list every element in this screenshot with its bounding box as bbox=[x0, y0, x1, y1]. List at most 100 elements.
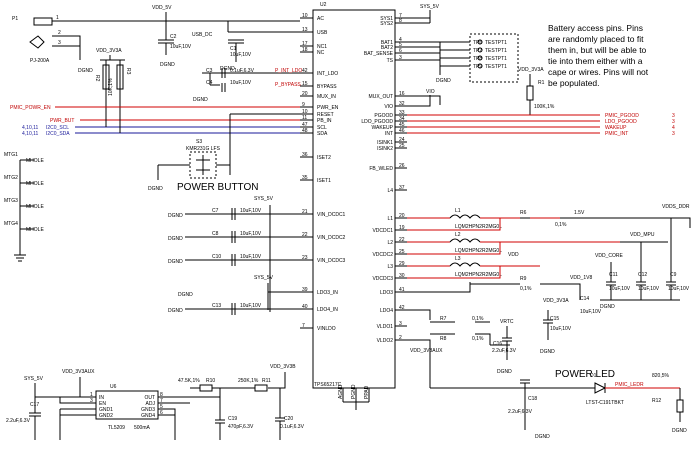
u2-pin-num: 23 bbox=[302, 255, 308, 261]
note-line-4: tie into them either with a bbox=[548, 56, 643, 66]
u2-pin-num: 4 bbox=[399, 37, 402, 43]
dgnd-dcdc1: DGND bbox=[168, 213, 183, 219]
u2-pin-name: VDCDC3 bbox=[372, 276, 393, 282]
sys-wires bbox=[407, 10, 431, 24]
u2-pin-name: PWR_EN bbox=[317, 105, 339, 111]
power-button bbox=[189, 151, 217, 179]
u2-pin-name: BYPASS bbox=[317, 84, 337, 90]
u2-pin-num: 24 bbox=[399, 137, 405, 143]
u2-pin-name: WAKEUP bbox=[372, 125, 394, 131]
u2-pin-name: ISINK1 bbox=[377, 140, 393, 146]
p1-pin-2: 2 bbox=[58, 30, 61, 36]
test-point-icon bbox=[477, 55, 483, 61]
u2-pin-name: VDCDC2 bbox=[372, 252, 393, 258]
u2-pin-num: 3 bbox=[399, 321, 402, 327]
u6-pin-num: 8 bbox=[160, 392, 163, 398]
mounting-hole-label: MHOLE bbox=[26, 181, 44, 187]
u2-pin-name: VIN_DCDC1 bbox=[317, 212, 346, 218]
s3-wires bbox=[157, 164, 230, 180]
u2-pin-name: VDCDC1 bbox=[372, 228, 393, 234]
net-vdd: VDD bbox=[508, 252, 519, 258]
c12-val: 10uF,10V bbox=[638, 286, 660, 292]
l3-ref: L3 bbox=[455, 256, 461, 262]
u2-pin-num: 39 bbox=[302, 287, 308, 293]
dgnd-c1: DGND bbox=[220, 66, 235, 72]
u2-pin-name: VIN_DCDC3 bbox=[317, 258, 346, 264]
dgnd-out: DGND bbox=[600, 304, 615, 310]
u2-pin-num: 20 bbox=[302, 91, 308, 97]
u2-ground-wires bbox=[342, 388, 370, 410]
u6-part: TL5209 bbox=[108, 425, 125, 431]
r10-val: 47.5K,1% bbox=[178, 378, 200, 384]
u2-pin-name: LDO3_IN bbox=[317, 290, 338, 296]
net-vdd-core: VDD_CORE bbox=[595, 253, 623, 259]
c13-ref: C13 bbox=[212, 303, 221, 309]
u6-pin-name: OUT bbox=[144, 395, 155, 401]
bat-wires bbox=[407, 41, 441, 75]
u2-pin-name: MUX_IN bbox=[317, 94, 336, 100]
u6-body bbox=[95, 390, 159, 420]
u2-pin-name: VIN_DCDC2 bbox=[317, 235, 346, 241]
u2-pin-num: 30 bbox=[399, 273, 405, 279]
p1-jack bbox=[29, 35, 45, 49]
net-pmic-powr-en: PMIC_POWR_EN bbox=[10, 105, 51, 111]
test-point-ref: TP9 bbox=[473, 64, 482, 70]
net-sys5v-a: SYS_5V bbox=[254, 196, 274, 202]
test-point-type: TESTPT1 bbox=[485, 40, 507, 46]
u2-pin-name: LDO_PGOOD bbox=[361, 119, 393, 125]
dgnd-c13: DGND bbox=[168, 308, 183, 314]
u2-pin-num: 25 bbox=[399, 249, 405, 255]
test-point-icon bbox=[477, 39, 483, 45]
p1-ref: P1 bbox=[12, 16, 18, 22]
dgnd-dcdc3: DGND bbox=[168, 259, 183, 265]
u2-pin-name: NC bbox=[317, 50, 325, 56]
u6-pin-name: GND3 bbox=[141, 407, 155, 413]
u2-pin-name: LDO4_IN bbox=[317, 307, 338, 313]
sheet-ref-4: 3 bbox=[672, 131, 675, 137]
note-line-3: them in, but will be able to bbox=[548, 45, 647, 55]
rail-wires bbox=[520, 217, 691, 243]
dgnd-c2: DGND bbox=[160, 62, 175, 68]
u2-pin-name: BAT1 bbox=[381, 40, 393, 46]
c1-ref: C1 bbox=[230, 46, 237, 52]
u2-pin-num: 9 bbox=[302, 102, 305, 108]
mounting-hole-label: MHOLE bbox=[26, 204, 44, 210]
r10-ref: R10 bbox=[206, 378, 215, 384]
u2-pin-name: VIO bbox=[384, 104, 393, 110]
r6-val: 0,1% bbox=[555, 222, 567, 228]
i2c-pullup-wires bbox=[105, 110, 300, 175]
sheet-ref-2: 3 bbox=[672, 119, 675, 125]
dgnd-r12: DGND bbox=[672, 428, 687, 434]
net-vdd-5v: VDD_5V bbox=[152, 5, 172, 11]
c19-val: 470pF,6.3V bbox=[228, 424, 254, 430]
int-ldo-wire bbox=[202, 72, 300, 86]
u2-pin-num: 5 bbox=[399, 42, 402, 48]
u2-pin-num: 42 bbox=[399, 305, 405, 311]
test-point-type: TESTPT1 bbox=[485, 48, 507, 54]
u2-pin-num: 11 bbox=[302, 115, 307, 121]
r7-ref: R7 bbox=[440, 316, 447, 322]
led-part: LTST-C191TBKT bbox=[586, 400, 624, 406]
net-vrtc: VRTC bbox=[500, 319, 514, 325]
u2-pin-num: 33 bbox=[399, 110, 405, 116]
u6-fb-network bbox=[190, 372, 286, 440]
u6-pin-name: IN bbox=[99, 395, 104, 401]
test-point-type: TESTPT1 bbox=[485, 64, 507, 70]
c15-ref: C15 bbox=[550, 316, 559, 322]
u2-pin-num: 10 bbox=[302, 13, 308, 19]
u2-pin-num: 37 bbox=[399, 185, 405, 191]
u6-wires bbox=[29, 377, 220, 440]
r2-ref: R2 bbox=[94, 75, 100, 82]
ref-scl: 4,10,11 bbox=[22, 125, 39, 131]
dgnd-c3: DGND bbox=[193, 97, 208, 103]
dgnd-bat: DGND bbox=[436, 78, 451, 84]
r12-body bbox=[676, 399, 684, 413]
r3-body bbox=[116, 64, 124, 90]
c17-ref: C17 bbox=[30, 402, 39, 408]
r8-val: 0,1% bbox=[472, 336, 484, 342]
c7-val: 10uF,10V bbox=[240, 208, 262, 214]
net-vdd3v3a-r1: VDD_3V3A bbox=[518, 67, 544, 73]
s3-contacts bbox=[196, 155, 210, 175]
